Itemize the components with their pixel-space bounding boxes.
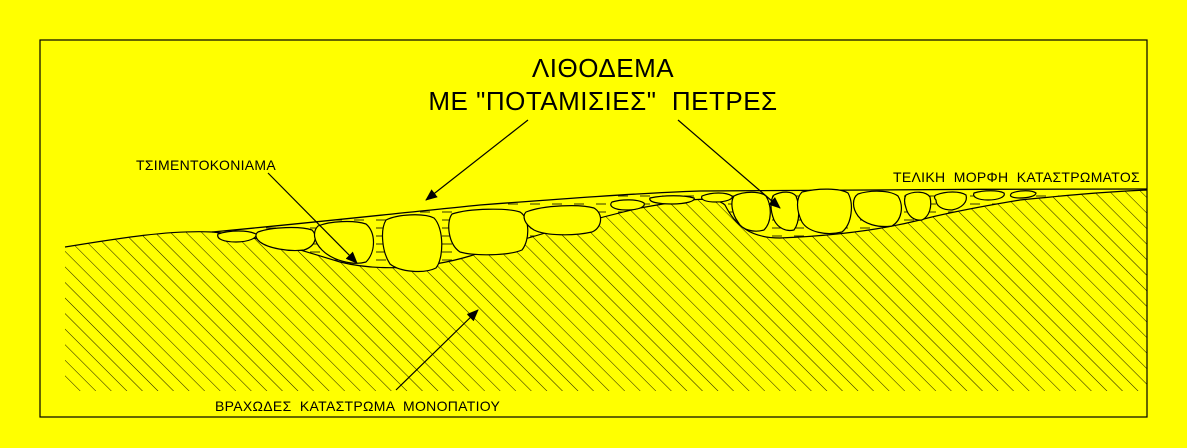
river-stone (903, 191, 932, 221)
arrow-title-to-stone (677, 119, 781, 209)
arrow-mortar (267, 172, 358, 264)
river-stone (701, 192, 733, 203)
river-stone (523, 205, 602, 236)
label-rock-bed: ΒΡΑΧΩΔΕΣ ΚΑΤΑΣΤΡΩΜΑ ΜΟΝΟΠΑΤΙΟΥ (215, 398, 501, 414)
river-stone (313, 220, 375, 264)
title-line-2: ΜΕ "ΠΟΤΑΜΙΣΙΕΣ" ΠΕΤΡΕΣ (428, 86, 777, 116)
arrow-rock-bed (395, 309, 479, 391)
arrow-title-to-surface (425, 119, 529, 201)
title-line-1: ΛΙΘΟΔΕΜΑ (532, 53, 674, 83)
river-stone (852, 190, 902, 228)
label-mortar: ΤΣΙΜΕΝΤΟΚΟΝΙΑΜΑ (136, 157, 276, 173)
river-stone (933, 191, 967, 211)
river-stone (796, 188, 852, 235)
river-stone (1009, 190, 1037, 199)
river-stone (731, 191, 771, 232)
river-stone (649, 195, 695, 205)
river-stone (973, 190, 1005, 201)
label-final-surface: ΤΕΛΙΚΗ ΜΟΡΦΗ ΚΑΤΑΣΤΡΩΜΑΤΟΣ (893, 169, 1140, 185)
river-stones (217, 188, 1037, 273)
river-stone (610, 199, 645, 211)
river-stone (448, 208, 529, 256)
rock-bed (65, 190, 1147, 391)
river-stone (381, 214, 443, 273)
river-stone (217, 230, 257, 243)
final-surface-line (211, 188, 1148, 233)
river-stone (255, 226, 316, 252)
leader-arrows (267, 119, 781, 391)
